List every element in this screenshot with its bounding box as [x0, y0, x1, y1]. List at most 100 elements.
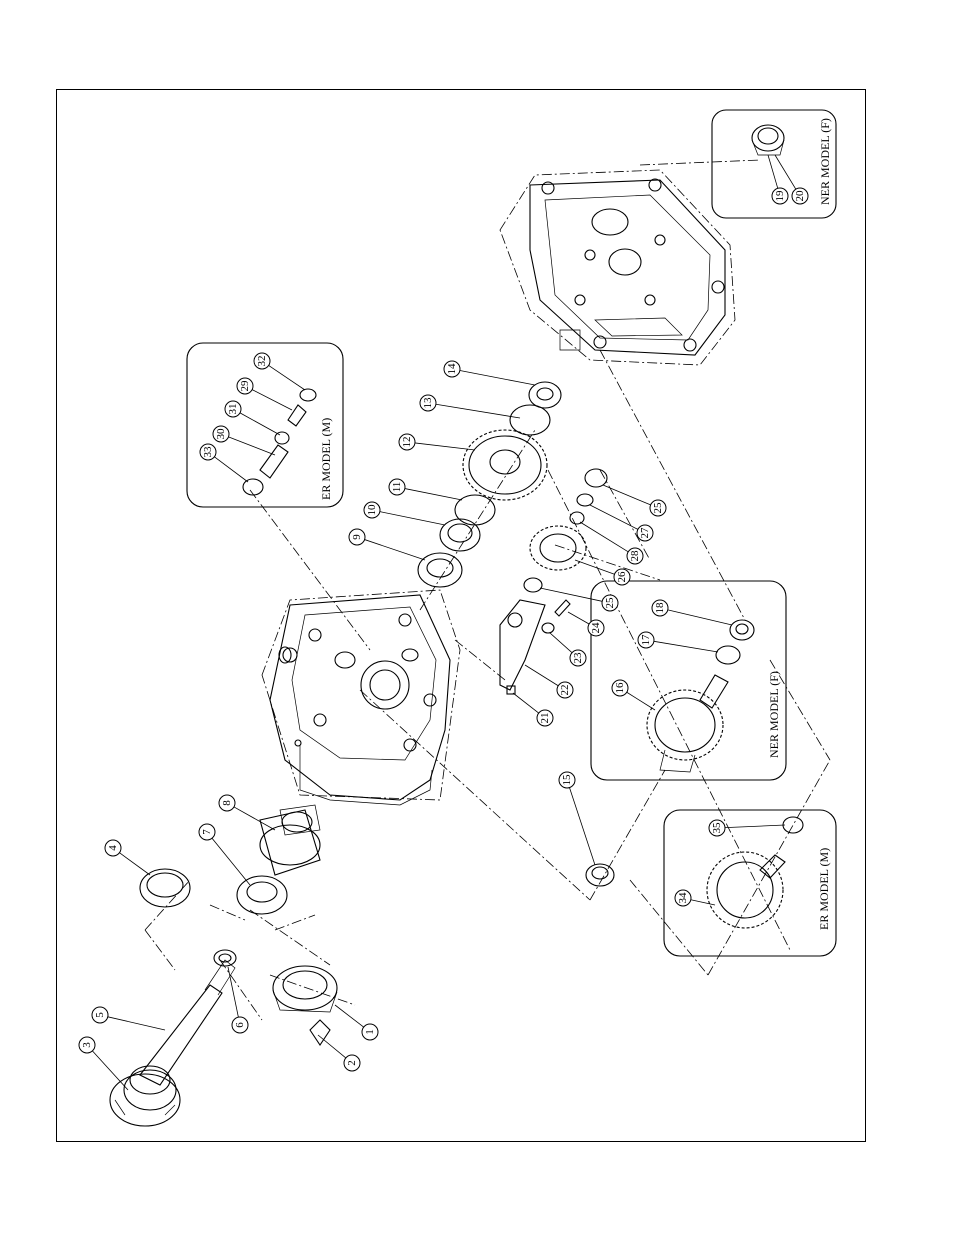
part-9-bearing — [418, 553, 462, 587]
callout-number: 33 — [202, 446, 214, 458]
callout-number: 9 — [351, 534, 363, 540]
inset-label-er-model-m-bottom: ER MODEL (M) — [817, 848, 831, 930]
part-6-washer — [214, 950, 236, 966]
inset-label-ner-model-f-top: NER MODEL (F) — [818, 118, 832, 205]
callout-leader — [568, 612, 589, 624]
callout-leader — [668, 610, 732, 625]
callout-number: 27 — [639, 527, 651, 539]
callout-leader — [335, 1005, 364, 1027]
callout-number: 18 — [654, 602, 666, 614]
callout-number: 21 — [539, 713, 551, 724]
callout-number: 4 — [107, 845, 119, 851]
callout-leader — [691, 900, 715, 905]
callout-leader — [92, 1051, 128, 1090]
callout-number: 25 — [652, 502, 664, 514]
callout-31: 31 — [225, 401, 280, 435]
part-1-bearing-housing — [273, 966, 337, 1012]
callout-number: 23 — [572, 652, 584, 664]
part-33-gear — [243, 479, 263, 495]
part-14-bearing — [529, 382, 561, 408]
callout-12: 12 — [399, 434, 475, 450]
callout-10: 10 — [364, 502, 445, 525]
callout-number: 22 — [559, 685, 571, 696]
callout-number: 26 — [616, 571, 628, 583]
part-25-bushing-upper — [585, 469, 607, 487]
part-8-splined-shaft — [260, 805, 320, 875]
callout-21: 21 — [513, 693, 553, 726]
callout-17: 17 — [638, 632, 718, 652]
part-23-nut — [542, 623, 554, 633]
callout-32: 32 — [254, 353, 305, 390]
callout-leader — [269, 365, 305, 390]
inset-label-ner-model-f-middle: NER MODEL (F) — [767, 671, 781, 758]
part-35-seal — [783, 817, 803, 833]
callout-number: 7 — [201, 829, 213, 835]
callout-leader — [214, 457, 248, 482]
callout-leader — [725, 825, 785, 828]
callout-11: 11 — [389, 479, 462, 500]
callout-number: 19 — [774, 190, 786, 202]
part-28-washer — [570, 512, 584, 524]
callout-leader — [108, 1017, 165, 1030]
callout-number: 6 — [234, 1022, 246, 1028]
callout-leader — [380, 512, 445, 525]
callout-number: 30 — [215, 428, 227, 440]
callout-leader — [603, 485, 651, 505]
callout-leader — [318, 1035, 346, 1058]
gear-housing — [262, 590, 460, 805]
callout-leader — [627, 692, 655, 710]
callout-leader — [252, 390, 292, 410]
callout-33: 33 — [200, 444, 248, 482]
callout-13: 13 — [420, 395, 520, 418]
part-7-bearing — [237, 876, 287, 914]
callout-number: 24 — [590, 622, 602, 634]
part-4-seal — [140, 869, 190, 907]
callout-8: 8 — [219, 795, 275, 830]
callout-leader — [550, 633, 572, 653]
callout-leader — [768, 155, 778, 188]
callout-5: 5 — [92, 1007, 165, 1030]
callout-number: 29 — [239, 380, 251, 392]
inset-label-er-model-m-top: ER MODEL (M) — [319, 418, 333, 500]
callout-leader — [436, 404, 520, 418]
callout-number: 3 — [81, 1042, 93, 1048]
callout-16: 16 — [612, 680, 655, 710]
callout-number: 35 — [711, 822, 723, 834]
callout-leader — [525, 665, 558, 686]
callout-28: 28 — [580, 522, 643, 564]
part-16-gear-shaft — [647, 675, 728, 772]
callout-27: 27 — [590, 505, 653, 541]
part-32-clip — [300, 389, 316, 401]
alignment-lines — [145, 160, 830, 1020]
callout-1: 1 — [335, 1005, 378, 1040]
callout-leader — [775, 155, 796, 189]
callout-leader — [415, 443, 475, 450]
callout-2: 2 — [318, 1035, 360, 1071]
callout-number: 5 — [94, 1012, 106, 1018]
callout-24: 24 — [568, 612, 604, 636]
callout-number: 20 — [794, 190, 806, 202]
callouts: 1234567891011121314151617181920212223242… — [79, 155, 808, 1090]
callout-number: 1 — [364, 1029, 376, 1035]
callout-leader — [119, 853, 150, 875]
callout-leader — [570, 788, 595, 865]
part-18-bearing — [730, 620, 754, 640]
part-27-washer — [577, 494, 593, 506]
callout-leader — [590, 505, 638, 529]
callout-number: 13 — [422, 397, 434, 409]
callout-leader — [405, 489, 462, 500]
callout-4: 4 — [105, 840, 150, 875]
part-17-snap-ring — [716, 646, 740, 664]
callout-number: 34 — [677, 892, 689, 904]
callout-22: 22 — [525, 665, 573, 698]
callout-number: 10 — [366, 504, 378, 516]
callout-30: 30 — [213, 426, 275, 455]
callout-number: 32 — [256, 356, 268, 367]
callout-number: 16 — [614, 682, 626, 694]
part-30-shaft — [260, 445, 288, 478]
callout-leader — [240, 413, 280, 435]
callout-number: 12 — [401, 437, 413, 448]
callout-35: 35 — [709, 820, 785, 836]
part-13-snap-ring — [510, 405, 550, 435]
